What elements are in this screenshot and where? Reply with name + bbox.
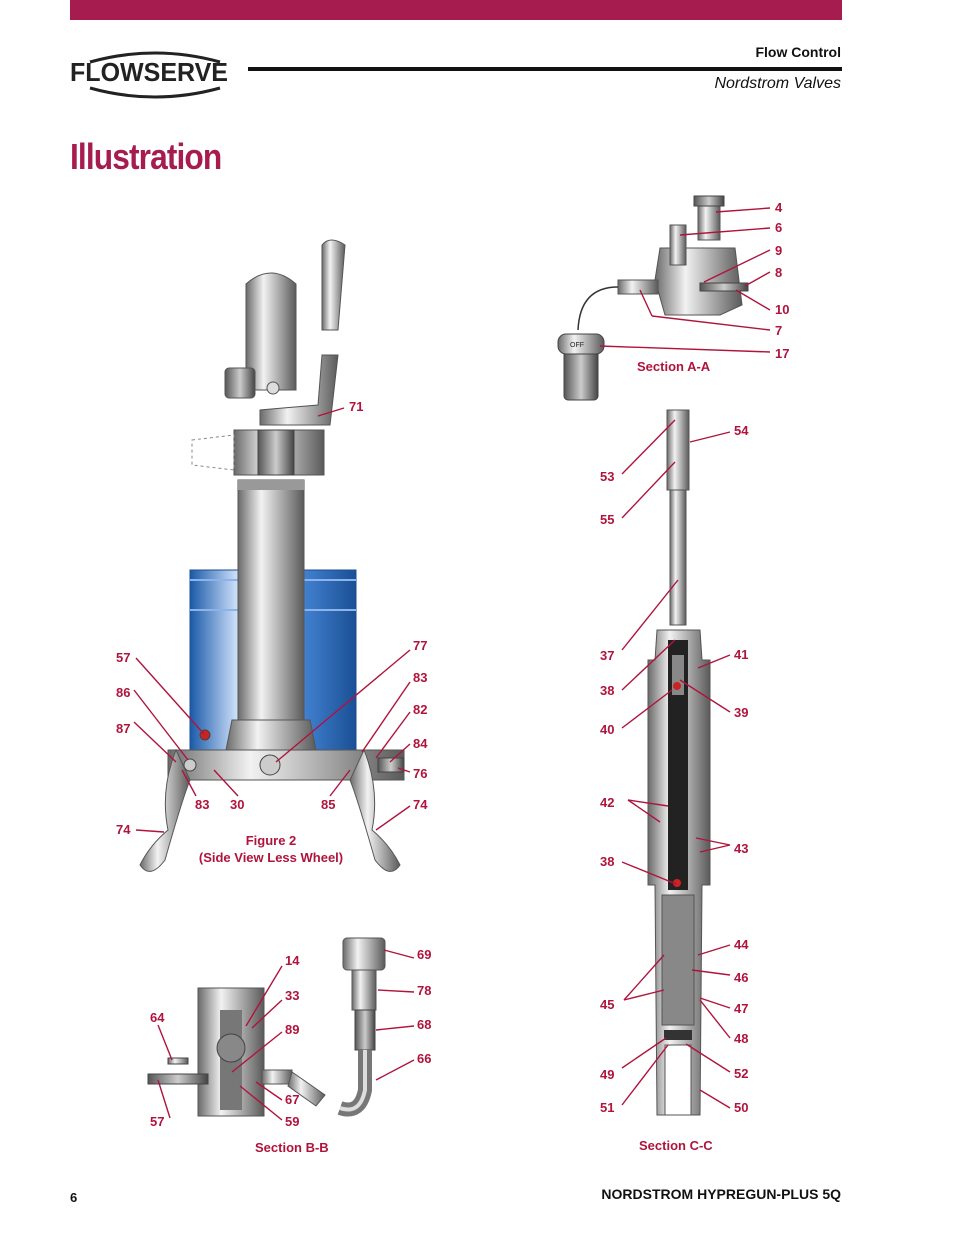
callout-6: 6: [775, 220, 782, 235]
section-cc-drawing: [647, 409, 711, 1116]
callout-83: 83: [413, 670, 427, 685]
callout-74: 74: [413, 797, 428, 812]
callout-77: 77: [413, 638, 427, 653]
callout-9: 9: [775, 243, 782, 258]
callout-17: 17: [775, 346, 789, 361]
callout-74b: 74: [116, 822, 131, 837]
figure-2-drawing: [139, 239, 405, 872]
document-name: NORDSTROM HYPREGUN-PLUS 5Q: [601, 1186, 841, 1202]
callout-87: 87: [116, 721, 130, 736]
callout-49: 49: [600, 1067, 614, 1082]
page-number: 6: [70, 1190, 78, 1205]
header-line-1: Flow Control: [755, 44, 841, 60]
callout-86: 86: [116, 685, 130, 700]
callout-55: 55: [600, 512, 614, 527]
callout-45: 45: [600, 997, 614, 1012]
callout-30: 30: [230, 797, 244, 812]
callout-57: 57: [116, 650, 130, 665]
page-title: Illustration: [70, 136, 222, 177]
callout-82: 82: [413, 702, 427, 717]
section-aa-drawing: OFF: [557, 195, 749, 401]
callout-43: 43: [734, 841, 748, 856]
callout-8: 8: [775, 265, 782, 280]
callout-33: 33: [285, 988, 299, 1003]
callout-67: 67: [285, 1092, 299, 1107]
section-bb-caption: Section B-B: [255, 1140, 329, 1155]
callout-37: 37: [600, 648, 614, 663]
callout-10: 10: [775, 302, 789, 317]
callout-46: 46: [734, 970, 748, 985]
header-rule: [248, 67, 842, 71]
callout-47: 47: [734, 1001, 748, 1016]
callout-71: 71: [349, 399, 363, 414]
figure-2-leaders: [133, 407, 411, 833]
callout-85: 85: [321, 797, 335, 812]
callout-7: 7: [775, 323, 782, 338]
callout-53: 53: [600, 469, 614, 484]
header-line-2: Nordstrom Valves: [714, 75, 841, 92]
brand-name: FLOWSERVE: [70, 57, 228, 87]
figure-2-callouts: 71 77 83 82 84 76 74 85 57 86 87 83 30 7…: [116, 399, 428, 865]
callout-83b: 83: [195, 797, 209, 812]
figure-2-caption-line2: (Side View Less Wheel): [199, 850, 343, 865]
callout-89: 89: [285, 1022, 299, 1037]
callout-44: 44: [734, 937, 749, 952]
callout-54: 54: [734, 423, 749, 438]
callout-52: 52: [734, 1066, 748, 1081]
callout-42: 42: [600, 795, 614, 810]
callout-66: 66: [417, 1051, 431, 1066]
callout-68: 68: [417, 1017, 431, 1032]
callout-76: 76: [413, 766, 427, 781]
figure-2-caption-line1: Figure 2: [246, 833, 297, 848]
callout-40: 40: [600, 722, 614, 737]
callout-78: 78: [417, 983, 431, 998]
off-label: OFF: [570, 342, 584, 349]
callout-4: 4: [775, 200, 783, 215]
callout-50: 50: [734, 1100, 748, 1115]
callout-41: 41: [734, 647, 748, 662]
section-bb-leaders: [157, 949, 415, 1121]
callout-48: 48: [734, 1031, 748, 1046]
callout-59: 59: [285, 1114, 299, 1129]
section-cc-caption: Section C-C: [639, 1138, 713, 1153]
section-bb-callouts: 14 33 89 64 67 59 57 69 78 68 66 Section…: [150, 947, 431, 1155]
callout-38b: 38: [600, 854, 614, 869]
section-aa-leaders: [599, 207, 771, 353]
callout-39: 39: [734, 705, 748, 720]
section-aa-callouts: 4 6 9 8 10 7 17 Section A-A: [637, 200, 789, 374]
header-color-bar: [70, 0, 842, 20]
section-aa-caption: Section A-A: [637, 359, 711, 374]
callout-57b: 57: [150, 1114, 164, 1129]
section-bb-drawing: [147, 937, 386, 1117]
callout-69: 69: [417, 947, 431, 962]
callout-51: 51: [600, 1100, 614, 1115]
callout-64: 64: [150, 1010, 165, 1025]
section-cc-leaders: [621, 419, 731, 1109]
callout-14: 14: [285, 953, 300, 968]
section-cc-callouts: 54 53 55 37 41 38 39 40 42 43 38 44 46 4…: [600, 423, 749, 1153]
flowserve-logo: FLOWSERVE: [70, 51, 228, 99]
callout-38: 38: [600, 683, 614, 698]
callout-84: 84: [413, 736, 428, 751]
